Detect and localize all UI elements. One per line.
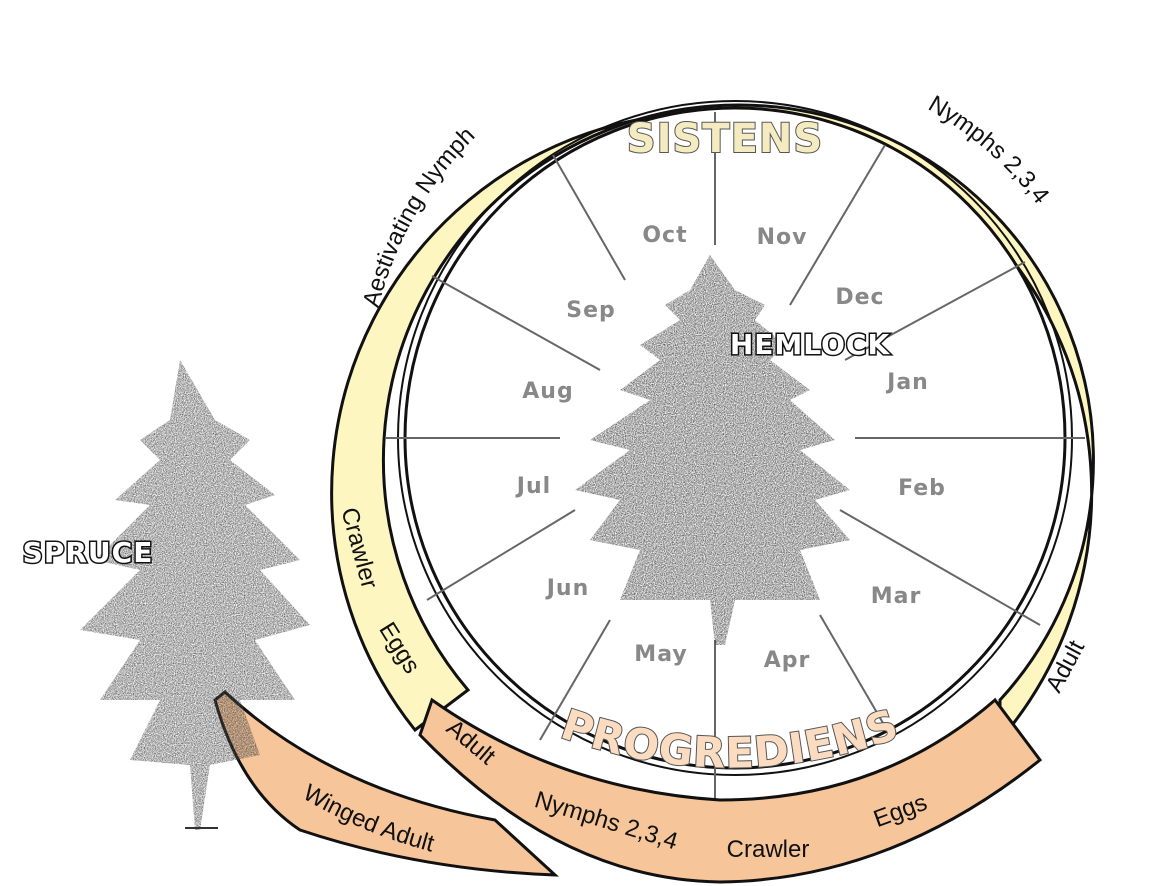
- spruce-label: SPRUCE: [23, 536, 154, 569]
- sistens-title: SISTENS: [627, 116, 823, 162]
- month-label: Jul: [515, 474, 551, 499]
- month-label: Aug: [522, 379, 573, 404]
- spruce-tree: [80, 360, 310, 830]
- month-label: May: [634, 642, 687, 667]
- hemlock-tree: [575, 255, 850, 645]
- month-label: Jun: [545, 576, 590, 601]
- stage-crawler-progrediens: Crawler: [727, 836, 810, 863]
- month-label: Oct: [642, 223, 687, 248]
- progrediens-band: [418, 697, 1043, 884]
- hemlock-label: HEMLOCK: [730, 328, 891, 361]
- month-label: Feb: [898, 476, 946, 501]
- month-labels: Oct Nov Dec Jan Feb Mar Apr May Jun Jul …: [515, 223, 946, 673]
- month-label: Sep: [566, 298, 616, 323]
- winged-adult-band: [213, 690, 560, 877]
- month-label: Dec: [835, 285, 884, 310]
- month-label: Apr: [764, 648, 811, 673]
- month-label: Jan: [885, 370, 929, 395]
- month-label: Nov: [757, 225, 808, 250]
- month-label: Mar: [871, 584, 922, 609]
